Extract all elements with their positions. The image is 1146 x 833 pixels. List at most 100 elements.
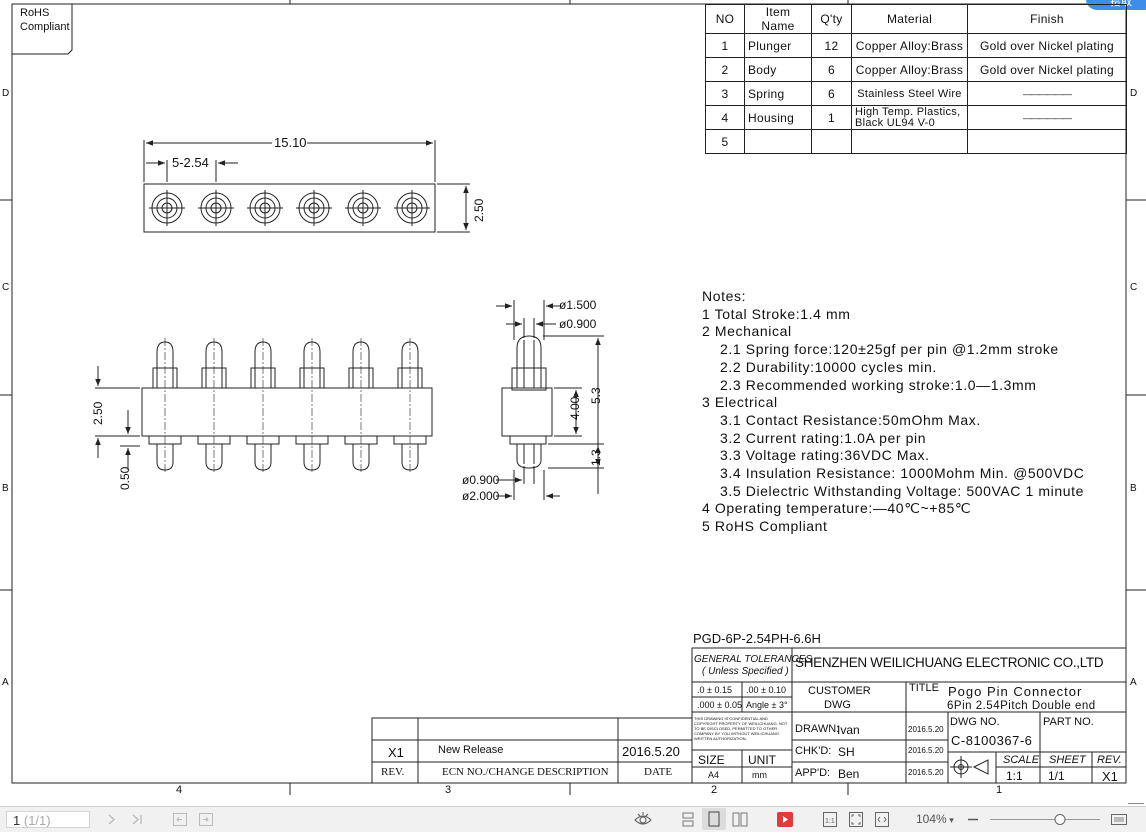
bom-header-item: Item Name — [744, 4, 812, 34]
bom-cell-name: Plunger — [744, 33, 812, 58]
next-page-icon[interactable] — [106, 811, 118, 828]
single-page-button[interactable] — [702, 808, 726, 830]
mechanical-drawing — [0, 0, 1146, 795]
dim-pitch: 5-2.54 — [172, 155, 209, 170]
bom-table: NO Item Name Q'ty Material Finish 1 Plun… — [705, 4, 1127, 154]
viewer-statusbar: 1 (1/1) 1:1 104% ▾ — [0, 803, 1146, 832]
front-view-pins — [148, 338, 427, 474]
drawing-subtitle: 6Pin 2.54Pitch Double end — [947, 700, 1096, 712]
checked-by: SH — [838, 745, 855, 759]
front-pin — [197, 338, 231, 474]
bom-cell-material: Stainless Steel Wire — [851, 81, 968, 106]
zone-row-left-c: C — [2, 282, 10, 293]
bom-row: 1 Plunger 12 Copper Alloy:Brass Gold ove… — [705, 33, 1127, 58]
tolerance-1dp: .0 ± 0.15 — [697, 685, 732, 695]
top-view-housing — [143, 183, 436, 233]
rev-label: REV. — [381, 766, 405, 778]
unit-value: mm — [752, 770, 767, 780]
bom-cell-qty: 6 — [811, 81, 852, 106]
dim-dia-0900-top: ø0.900 — [559, 317, 597, 331]
fit-width-icon[interactable] — [874, 811, 890, 828]
back-icon[interactable] — [172, 811, 188, 828]
fullscreen-icon[interactable] — [1110, 811, 1128, 828]
read-mode-icon[interactable] — [633, 811, 653, 828]
note-line: 2.1 Spring force:120±25gf per pin @1.2mm… — [720, 341, 1059, 358]
sheet-label: SHEET — [1049, 754, 1086, 766]
note-line: 2 Mechanical — [702, 323, 792, 340]
zone-col-bottom-4: 4 — [176, 784, 183, 796]
note-line: 3.1 Contact Resistance:50mOhm Max. — [720, 411, 981, 428]
zoom-level[interactable]: 104% ▾ — [916, 811, 954, 828]
top-pin — [394, 190, 430, 226]
forward-icon[interactable] — [198, 811, 214, 828]
rev-date-label: DATE — [644, 766, 673, 778]
bom-cell-no: 4 — [705, 105, 745, 130]
approved-label: APP'D: — [795, 767, 831, 779]
page-total: (1/1) — [23, 813, 51, 828]
svg-text:1:1: 1:1 — [825, 818, 835, 825]
bom-header-row: NO Item Name Q'ty Material Finish — [705, 4, 1127, 34]
title-rev-value: X1 — [1102, 769, 1118, 784]
zoom-slider[interactable] — [990, 811, 1102, 828]
top-pin — [247, 190, 283, 226]
note-line: 3.2 Current rating:1.0A per pin — [720, 429, 927, 446]
bom-cell-name: Spring — [744, 81, 812, 106]
zoom-out-icon[interactable] — [966, 811, 980, 828]
dwg-no-label: DWG NO. — [950, 716, 1000, 728]
customer-dwg-label: DWG — [824, 699, 851, 711]
bom-cell-material: Copper Alloy:Brass — [851, 57, 968, 82]
bom-cell-finish: —————— — [967, 81, 1127, 106]
last-page-icon[interactable] — [130, 811, 144, 828]
actual-size-icon[interactable]: 1:1 — [822, 811, 838, 828]
dim-len-400: 4.00 — [568, 396, 582, 420]
dim-dia-1500: ø1.500 — [559, 298, 597, 312]
dim-len-13: 1.3 — [589, 449, 603, 466]
page-number-field[interactable]: 1 (1/1) — [6, 811, 90, 828]
checked-date: 2016.5.20 — [908, 746, 944, 755]
note-line: 3 Electrical — [702, 394, 778, 411]
scroll-mode-icon[interactable] — [680, 811, 696, 828]
dwg-no: C-8100367-6 — [951, 733, 1033, 748]
resize-grip[interactable] — [1128, 803, 1144, 808]
bom-cell-finish: Gold over Nickel plating — [967, 57, 1127, 82]
top-pin — [296, 190, 332, 226]
bom-cell-finish: —————— — [967, 105, 1127, 130]
bom-row: 5 — [705, 129, 1127, 154]
bom-header-qty: Q'ty — [811, 4, 852, 34]
dim-top-height: 2.50 — [472, 198, 486, 222]
fit-page-icon[interactable] — [848, 811, 864, 828]
bom-cell-no: 1 — [705, 33, 745, 58]
bom-header-material: Material — [851, 4, 968, 34]
bom-cell-name — [744, 129, 812, 154]
bom-cell-qty: 1 — [811, 105, 852, 130]
top-pin — [198, 190, 234, 226]
dim-len-53: 5.3 — [589, 387, 603, 404]
note-line: 5 RoHS Compliant — [702, 518, 828, 535]
front-pin — [246, 338, 280, 474]
dim-overall-width: 15.10 — [274, 135, 307, 150]
page-current: 1 — [13, 813, 21, 828]
confidential-notice: THIS DRAWING IS CONFIDENTIAL AND COPYRIG… — [694, 716, 788, 741]
front-pin — [295, 338, 329, 474]
zone-col-top-4: 4 — [176, 0, 182, 2]
sheet-value: 1/1 — [1048, 769, 1065, 783]
drawn-by: Ivan — [837, 723, 860, 737]
notes-block: Notes: 1 Total Stroke:1.4 mm 2 Mechanica… — [702, 288, 1084, 536]
rohs-line-1: RoHS — [20, 7, 50, 19]
drawing-title: Pogo Pin Connector — [948, 684, 1083, 699]
front-pin — [148, 338, 182, 474]
zone-row-left-a: A — [2, 677, 9, 688]
bom-cell-material: High Temp. Plastics, Black UL94 V-0 — [851, 105, 968, 130]
double-page-icon[interactable] — [731, 811, 749, 828]
bom-cell-qty: 6 — [811, 57, 852, 82]
tolerance-2dp: .00 ± 0.10 — [746, 685, 786, 695]
rev-date: 2016.5.20 — [622, 744, 680, 759]
dim-tail: 0.50 — [118, 466, 132, 490]
unless-specified-label: ( Unless Specified ) — [702, 666, 789, 677]
note-line: 4 Operating temperature:—40℃~+85℃ — [702, 500, 972, 517]
bom-cell-qty: 12 — [811, 33, 852, 58]
play-icon[interactable] — [776, 811, 794, 828]
drawn-label: DRAWN: — [795, 723, 840, 735]
bom-row: 4 Housing 1 High Temp. Plastics, Black U… — [705, 105, 1127, 130]
approved-date: 2016.5.20 — [908, 768, 944, 777]
